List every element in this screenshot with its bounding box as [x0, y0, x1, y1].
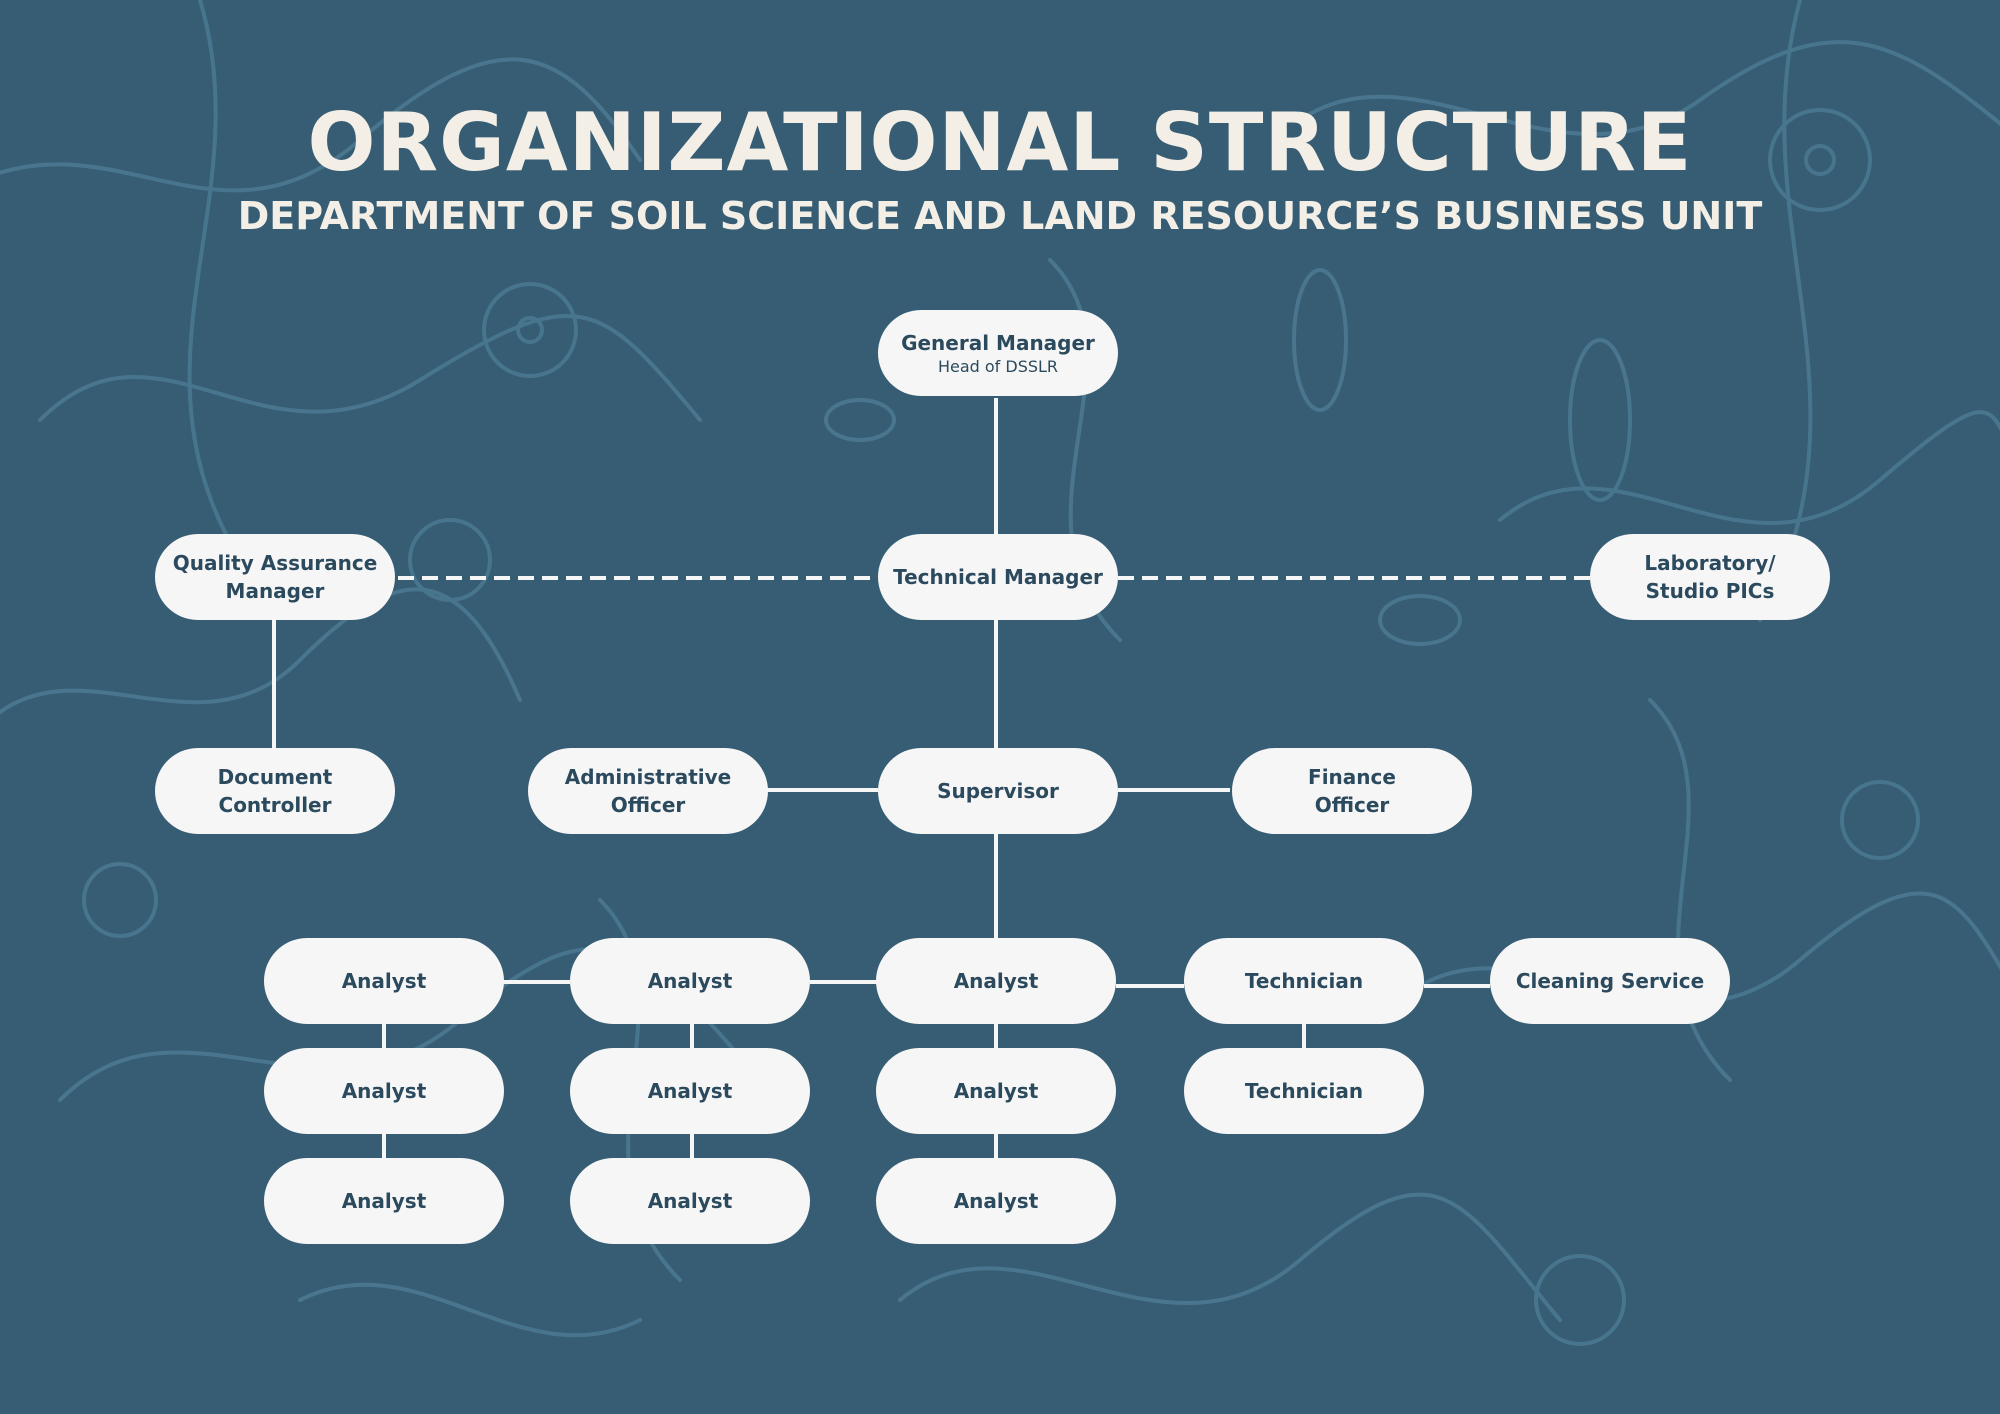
node-analyst: Analyst — [570, 938, 810, 1024]
node-analyst: Analyst — [264, 1158, 504, 1244]
node-label: Quality Assurance Manager — [172, 551, 378, 603]
node-general-manager: General Manager Head of DSSLR — [878, 310, 1118, 396]
node-analyst: Analyst — [570, 1048, 810, 1134]
node-label: Technician — [1244, 969, 1364, 993]
node-finance-officer: Finance Officer — [1232, 748, 1472, 834]
node-analyst: Analyst — [876, 1158, 1116, 1244]
node-label: Document Controller — [217, 765, 333, 817]
node-label: Analyst — [953, 969, 1039, 993]
node-analyst: Analyst — [570, 1158, 810, 1244]
node-supervisor: Supervisor — [878, 748, 1118, 834]
node-technician: Technician — [1184, 1048, 1424, 1134]
node-cleaning-service: Cleaning Service — [1490, 938, 1730, 1024]
node-label: Analyst — [647, 1079, 733, 1103]
node-label: Technician — [1244, 1079, 1364, 1103]
node-quality-assurance-manager: Quality Assurance Manager — [155, 534, 395, 620]
page-subtitle: DEPARTMENT OF SOIL SCIENCE AND LAND RESO… — [237, 194, 1763, 238]
node-analyst: Analyst — [264, 938, 504, 1024]
node-label: Analyst — [953, 1079, 1039, 1103]
node-label: Administrative Officer — [564, 765, 732, 817]
node-label: Cleaning Service — [1515, 969, 1705, 993]
node-document-controller: Document Controller — [155, 748, 395, 834]
node-label: Analyst — [341, 1189, 427, 1213]
node-label: Technical Manager — [893, 565, 1103, 589]
node-technical-manager: Technical Manager — [878, 534, 1118, 620]
node-laboratory-studio-pics: Laboratory/ Studio PICs — [1590, 534, 1830, 620]
node-analyst: Analyst — [876, 1048, 1116, 1134]
node-analyst: Analyst — [264, 1048, 504, 1134]
node-label: Analyst — [341, 1079, 427, 1103]
node-technician: Technician — [1184, 938, 1424, 1024]
node-label: Analyst — [647, 969, 733, 993]
node-label: Analyst — [341, 969, 427, 993]
node-label: Laboratory/ Studio PICs — [1644, 551, 1776, 603]
node-label: Finance Officer — [1308, 765, 1396, 817]
node-label: General Manager — [901, 331, 1095, 355]
node-label: Analyst — [647, 1189, 733, 1213]
node-label: Supervisor — [937, 779, 1059, 803]
node-analyst: Analyst — [876, 938, 1116, 1024]
page-title: ORGANIZATIONAL STRUCTURE — [307, 96, 1693, 189]
node-sublabel: Head of DSSLR — [937, 357, 1059, 376]
node-administrative-officer: Administrative Officer — [528, 748, 768, 834]
node-label: Analyst — [953, 1189, 1039, 1213]
